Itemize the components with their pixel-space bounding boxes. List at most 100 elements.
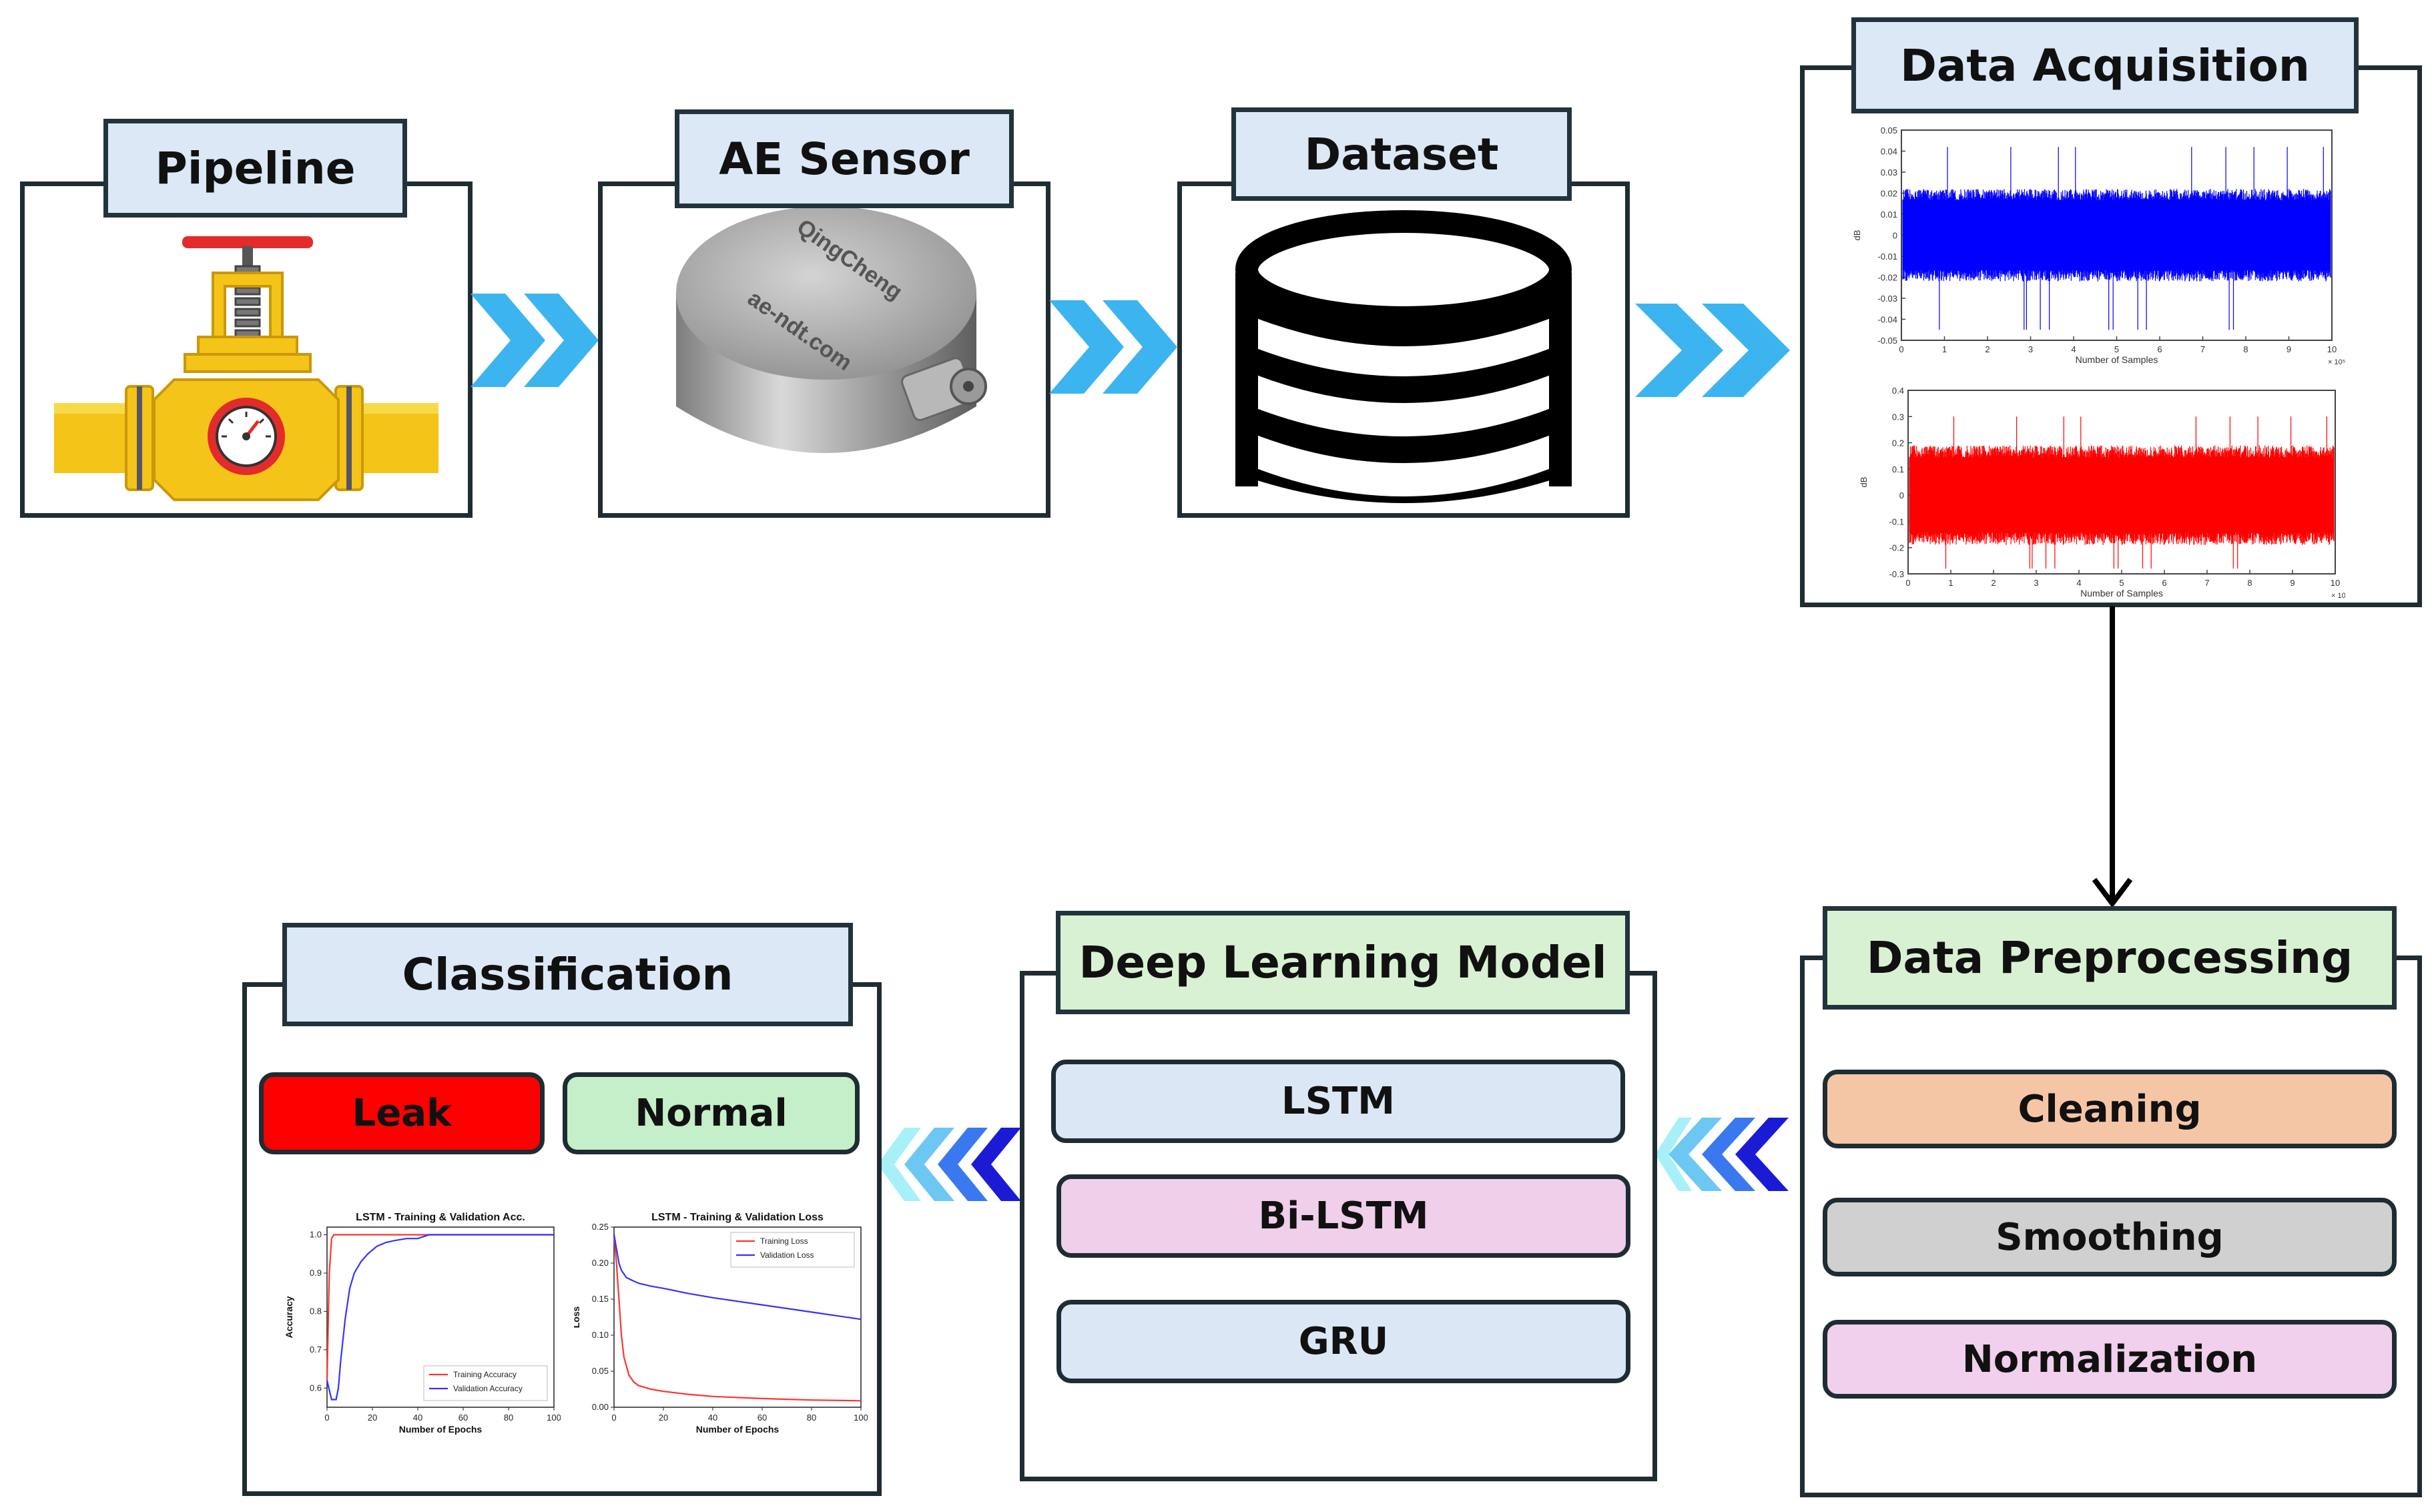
red-signal-xtick-label: 5 bbox=[2119, 578, 2124, 588]
loss-chart-ytick-label: 0.05 bbox=[592, 1366, 609, 1376]
ae-sensor-image: QingCheng ae-ndt.com bbox=[676, 206, 987, 453]
red-signal-ytick-label: 0.3 bbox=[1892, 412, 1904, 422]
blue-signal-ytick-label: -0.01 bbox=[1877, 252, 1897, 262]
loss-chart-xtick-label: 40 bbox=[708, 1413, 717, 1423]
blue-signal-xtick-label: 0 bbox=[1899, 344, 1903, 354]
blue-signal-xtick-label: 6 bbox=[2157, 344, 2162, 354]
accuracy-chart-ytick-label: 0.6 bbox=[310, 1383, 322, 1393]
classification-panel: LSTM - Training & Validation Acc. 0 20 40 60… bbox=[242, 982, 882, 1496]
pipeline-panel bbox=[20, 181, 473, 518]
blue-signal-xtick-label: 7 bbox=[2200, 344, 2205, 354]
loss-chart-xtick-label: 0 bbox=[611, 1413, 616, 1423]
blue-signal-ytick-label: -0.03 bbox=[1877, 294, 1897, 304]
red-signal-multiplier: × 10⁵ bbox=[2331, 592, 2345, 600]
accuracy-chart-xtick-label: 80 bbox=[504, 1413, 513, 1423]
accuracy-chart-ytick-label: 1.0 bbox=[310, 1229, 322, 1239]
red-signal-xtick-label: 3 bbox=[2034, 578, 2038, 588]
red-signal-ytick-label: 0 bbox=[1899, 490, 1904, 500]
acquisition-panel: 0.05 0.04 0.03 0.02 0.01 0 -0.01 -0.02 -0.03 -0.0… bbox=[1800, 65, 2422, 607]
accuracy-chart-xlabel: Number of Epochs bbox=[399, 1424, 483, 1435]
red-signal-xtick-label: 2 bbox=[1991, 578, 1996, 588]
red-signal-ytick-label: -0.1 bbox=[1889, 516, 1904, 526]
loss-chart-legend-label: Validation Loss bbox=[760, 1250, 814, 1260]
model-title: Deep Learning Model bbox=[1056, 911, 1630, 1014]
blue-signal-ytick-label: -0.05 bbox=[1877, 336, 1897, 346]
accuracy-chart-xtick-label: 100 bbox=[547, 1413, 561, 1423]
blue-signal-xtick-label: 5 bbox=[2114, 344, 2119, 354]
blue-signal-xtick-label: 8 bbox=[2243, 344, 2248, 354]
loss-chart-xtick-label: 80 bbox=[807, 1413, 816, 1423]
blue-signal-multiplier: × 10⁵ bbox=[2328, 358, 2345, 366]
sensor-title: AE Sensor bbox=[675, 109, 1014, 208]
red-signal-ytick-label: 0.4 bbox=[1892, 386, 1904, 396]
red-signal-xtick-label: 8 bbox=[2247, 578, 2252, 588]
accuracy-chart-series-line bbox=[326, 1234, 554, 1401]
acquisition-title: Data Acquisition bbox=[1851, 17, 2359, 113]
loss-chart: LSTM - Training & Validation Loss 0 20 40 60… bbox=[574, 1212, 868, 1435]
accuracy-chart-xtick-label: 0 bbox=[324, 1413, 329, 1423]
database-icon bbox=[1235, 210, 1572, 503]
loss-chart-series-line bbox=[613, 1234, 862, 1402]
blue-signal-ylabel: dB bbox=[1852, 230, 1862, 241]
blue-signal-xtick-label: 3 bbox=[2028, 344, 2033, 354]
red-signal-xtick-label: 4 bbox=[2076, 578, 2081, 588]
red-signal-xtick-label: 9 bbox=[2290, 578, 2295, 588]
accuracy-chart-legend-label: Validation Accuracy bbox=[453, 1384, 523, 1393]
loss-chart-ytick-label: 0.00 bbox=[592, 1402, 609, 1412]
pipeline-valve-icon bbox=[54, 236, 438, 501]
accuracy-chart-ylabel: Accuracy bbox=[284, 1296, 294, 1338]
lstm-model: LSTM bbox=[1051, 1060, 1625, 1143]
blue-signal-plot: 0.05 0.04 0.03 0.02 0.01 0 -0.01 -0.02 -0.03 -0.0… bbox=[1852, 125, 2345, 366]
cleaning-step: Cleaning bbox=[1823, 1070, 2397, 1148]
loss-chart-legend bbox=[730, 1232, 855, 1268]
accuracy-chart-ytick-label: 0.7 bbox=[310, 1345, 322, 1355]
blue-signal-ytick-label: 0.05 bbox=[1881, 125, 1897, 135]
loss-chart-ytick-label: 0.10 bbox=[592, 1330, 609, 1340]
normal-class: Normal bbox=[563, 1072, 860, 1154]
blue-signal-signal-trace bbox=[1902, 147, 2331, 330]
accuracy-chart-title: LSTM - Training & Validation Acc. bbox=[356, 1212, 525, 1223]
loss-chart-ytick-label: 0.15 bbox=[592, 1294, 609, 1304]
classification-title: Classification bbox=[282, 923, 853, 1026]
red-signal-ytick-label: -0.2 bbox=[1889, 543, 1904, 553]
loss-chart-legend-label: Training Loss bbox=[760, 1236, 808, 1246]
accuracy-chart-xtick-label: 60 bbox=[459, 1413, 468, 1423]
loss-chart-xtick-label: 60 bbox=[757, 1413, 767, 1423]
bilstm-model: Bi-LSTM bbox=[1056, 1174, 1630, 1258]
red-signal-xtick-label: 10 bbox=[2331, 578, 2340, 588]
accuracy-chart-legend-label: Training Accuracy bbox=[453, 1370, 517, 1379]
red-signal-ylabel: dB bbox=[1859, 477, 1869, 488]
red-signal-ytick-label: 0.1 bbox=[1892, 464, 1904, 474]
loss-chart-title: LSTM - Training & Validation Loss bbox=[651, 1212, 824, 1223]
blue-signal-ytick-label: -0.02 bbox=[1877, 273, 1897, 283]
chevrons-left-icon bbox=[1655, 1118, 1789, 1191]
blue-signal-xtick-label: 4 bbox=[2071, 344, 2076, 354]
red-signal-xtick-label: 7 bbox=[2204, 578, 2209, 588]
blue-signal-ytick-label: 0.03 bbox=[1881, 167, 1897, 177]
loss-chart-ytick-label: 0.25 bbox=[592, 1222, 609, 1232]
blue-signal-xtick-label: 1 bbox=[1942, 344, 1947, 354]
pipeline-title: Pipeline bbox=[103, 119, 407, 218]
loss-chart-xtick-label: 20 bbox=[659, 1413, 668, 1423]
double-chevron-right-icon bbox=[1049, 300, 1177, 394]
blue-signal-ytick-label: 0 bbox=[1893, 231, 1897, 241]
red-signal-ytick-label: -0.3 bbox=[1889, 569, 1904, 579]
double-chevron-right-icon bbox=[1635, 304, 1790, 397]
blue-signal-ytick-label: -0.04 bbox=[1877, 315, 1897, 325]
blue-signal-ytick-label: 0.01 bbox=[1881, 210, 1897, 220]
blue-signal-xtick-label: 9 bbox=[2287, 344, 2291, 354]
dataset-title: Dataset bbox=[1231, 107, 1572, 201]
arrow-down-icon bbox=[2092, 606, 2133, 908]
loss-chart-ylabel: Loss bbox=[574, 1306, 581, 1328]
loss-chart-xtick-label: 100 bbox=[854, 1413, 868, 1423]
red-signal-xtick-label: 0 bbox=[1905, 578, 1910, 588]
normalization-step: Normalization bbox=[1823, 1320, 2397, 1399]
blue-signal-ytick-label: 0.04 bbox=[1881, 147, 1897, 157]
blue-signal-ytick-label: 0.02 bbox=[1881, 189, 1897, 199]
blue-signal-xlabel: Number of Samples bbox=[2076, 354, 2158, 365]
loss-chart-series-line bbox=[613, 1234, 862, 1320]
red-signal-xtick-label: 1 bbox=[1948, 578, 1953, 588]
sensor-panel: QingCheng ae-ndt.com bbox=[598, 181, 1050, 518]
double-chevron-right-icon bbox=[471, 294, 599, 387]
